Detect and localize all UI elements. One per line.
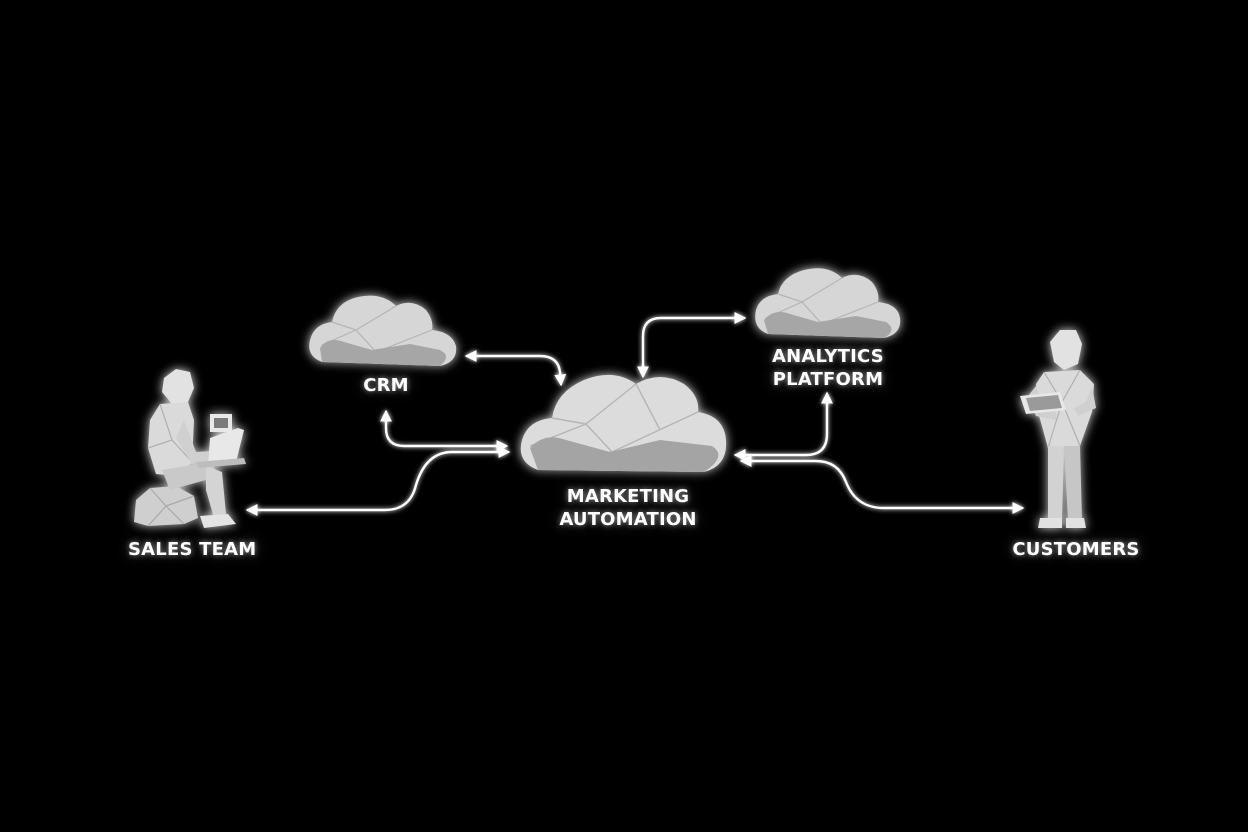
arrow-crm-to-marketing xyxy=(380,409,509,452)
customer-person-tablet-icon xyxy=(1020,330,1096,528)
arrow-marketing-to-analytics-label xyxy=(733,391,833,461)
marketing-automation-cloud-icon xyxy=(520,374,727,472)
sales-team-person-laptop-icon xyxy=(134,369,246,528)
crm-cloud-icon xyxy=(309,295,457,366)
label-customers: CUSTOMERS xyxy=(1012,539,1140,560)
label-analytics-platform: ANALYTICS PLATFORM xyxy=(772,346,884,390)
connectors xyxy=(245,312,1025,516)
analytics-platform-cloud-icon xyxy=(755,268,901,338)
label-sales-team: SALES TEAM xyxy=(128,539,257,560)
arrow-sales-to-marketing xyxy=(245,446,511,516)
label-marketing-automation: MARKETING AUTOMATION xyxy=(559,486,697,530)
arrow-marketing-to-customers xyxy=(739,455,1025,514)
label-crm: CRM xyxy=(363,375,409,396)
arrow-marketing-to-analytics-cloud xyxy=(637,312,747,379)
arrow-crm-marketing-link xyxy=(464,350,567,387)
